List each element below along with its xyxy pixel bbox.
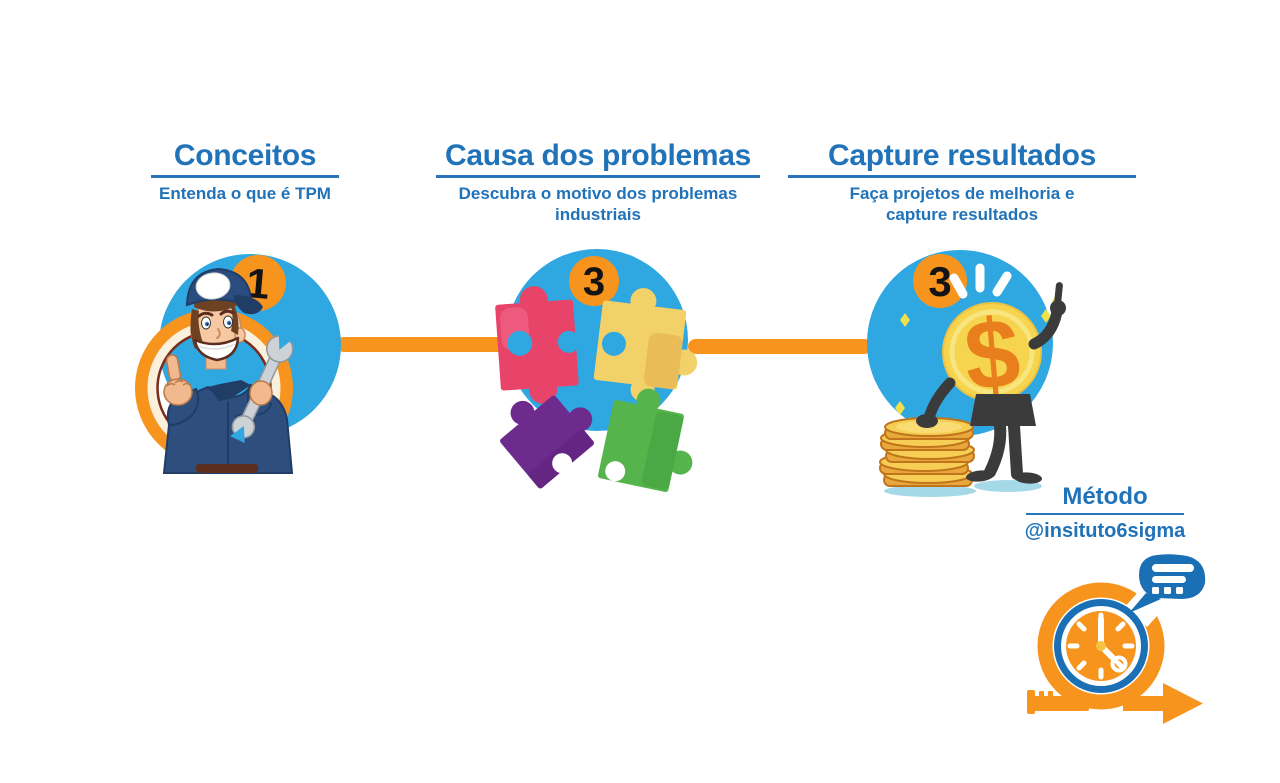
- speech-bubble-icon: [1129, 554, 1206, 613]
- step2-header: Causa dos problemas Descubra o motivo do…: [428, 139, 768, 225]
- connector-line-1: [336, 337, 508, 352]
- clock-icon: [1054, 599, 1148, 693]
- instagram-handle: @insituto6sigma: [1024, 520, 1186, 542]
- step2-title-underline: [436, 175, 760, 178]
- puzzle-piece-purple: [500, 395, 594, 489]
- step1-title: Conceitos: [173, 139, 317, 172]
- arrow-icon: [1123, 683, 1203, 724]
- tape-coil: [1037, 582, 1165, 710]
- svg-text:3: 3: [928, 258, 951, 305]
- step2-title: Causa dos problemas: [444, 139, 752, 172]
- step1-title-underline: [151, 175, 339, 178]
- puzzle-piece-green: [598, 388, 693, 493]
- puzzle-piece-yellow: [593, 288, 698, 402]
- puzzle-piece-pink: [495, 286, 580, 404]
- puzzle-illustration: 3: [478, 249, 713, 505]
- step3-title-underline: [788, 175, 1136, 178]
- metodo-label: Método: [1062, 483, 1148, 510]
- step2-subtitle: Descubra o motivo dos problemas industri…: [458, 184, 738, 224]
- step1-subtitle: Entenda o que é TPM: [159, 184, 331, 203]
- coin-stack-icon: [879, 417, 975, 487]
- step3-header: Capture resultados Faça projetos de melh…: [786, 139, 1138, 225]
- instituto6sigma-logo: [1025, 553, 1245, 738]
- step1-header: Conceitos Entenda o que é TPM: [125, 139, 365, 204]
- step3-title: Capture resultados: [828, 139, 1096, 172]
- lightbulb-character: $: [916, 282, 1066, 484]
- dollar-sign: $: [960, 297, 1024, 411]
- connector-line-2: [688, 339, 872, 354]
- shine-rays-icon: [949, 263, 1012, 299]
- metodo-block: Método @insituto6sigma: [1012, 484, 1198, 543]
- mechanic-illustration: 1: [135, 245, 355, 475]
- metodo-underline: [1026, 513, 1184, 515]
- step3-number-badge: 3: [913, 254, 967, 308]
- step2-number-badge: 3: [569, 256, 619, 306]
- mechanic-character: [162, 267, 294, 474]
- money-lightbulb-illustration: 3: [850, 248, 1085, 498]
- step3-subtitle: Faça projetos de melhoria e capture resu…: [849, 184, 1075, 224]
- svg-text:3: 3: [583, 260, 605, 304]
